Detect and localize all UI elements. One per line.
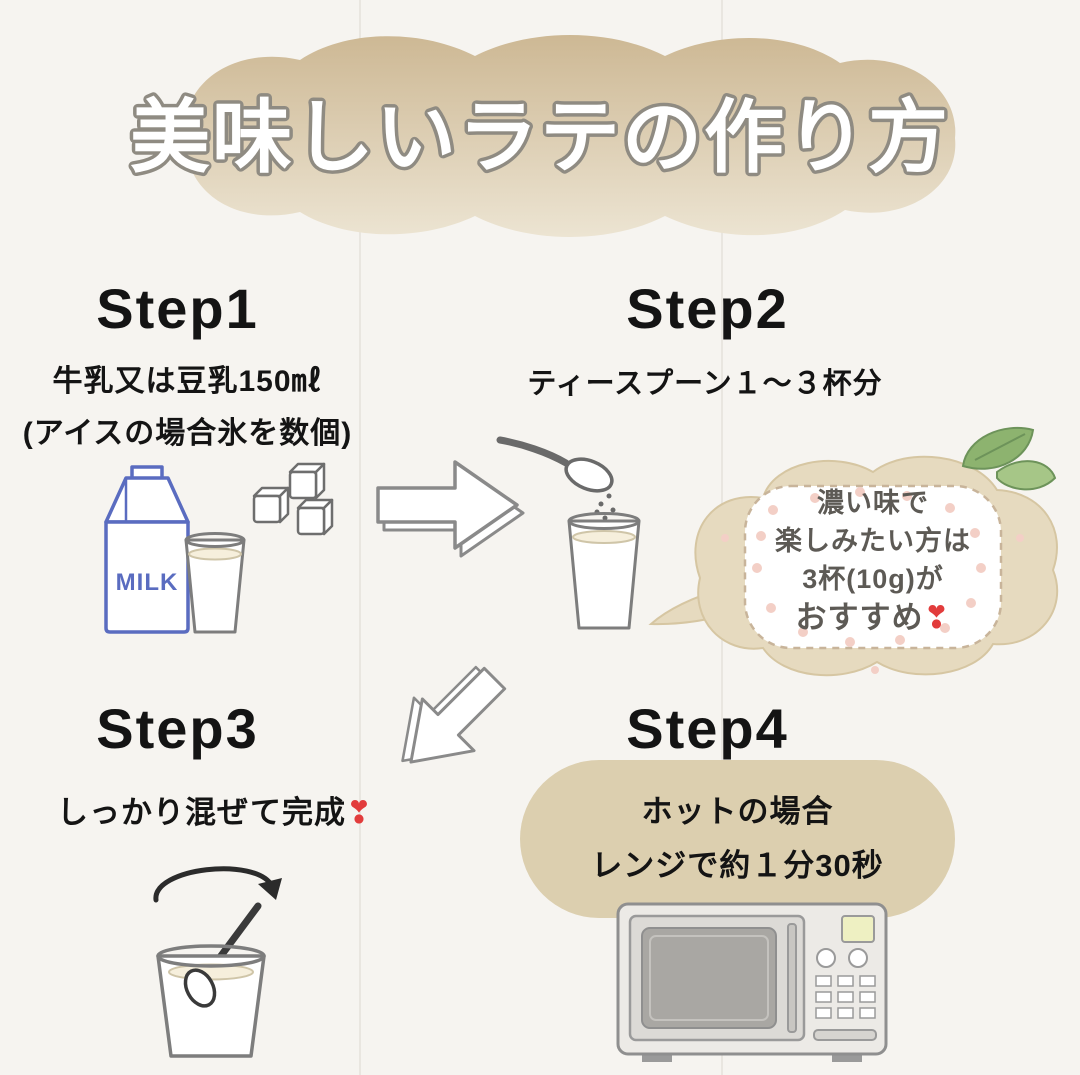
milk-carton-icon: MILK: [104, 465, 190, 634]
ice-cubes-icon: [252, 462, 334, 536]
leaves-icon: [961, 426, 1057, 491]
page-title: 美味しいラテの作り方: [130, 93, 950, 182]
stir-arrow-icon: [153, 866, 275, 903]
step1-text: 牛乳又は豆乳150㎖ (アイスの場合氷を数個): [0, 356, 375, 460]
latte-glass-icon: [567, 512, 641, 630]
bubble-line4: おすすめ❣: [795, 600, 951, 635]
bubble-dots: [721, 487, 1024, 674]
step4-line2: レンジで約１分30秒: [591, 848, 884, 883]
microwave-window: [641, 927, 777, 1029]
title-banner: 美味しいラテの作り方: [127, 35, 956, 237]
arrow-down-left-icon: [401, 665, 507, 764]
microwave-handle: [787, 923, 797, 1033]
banner-blob: [184, 35, 956, 237]
heart-icon: ❣: [345, 795, 373, 830]
microwave-panel: [813, 915, 877, 1041]
step1-heading: Step1: [96, 277, 259, 340]
speech-bubble: [648, 426, 1059, 677]
milk-label: MILK: [116, 569, 179, 596]
bubble-text: 濃い味で 楽しみたい方は 3杯(10g)が おすすめ❣: [745, 484, 1001, 638]
heart-icon: ❣: [923, 600, 951, 635]
microwave-display: [841, 915, 875, 943]
step4-line1: ホットの場合: [641, 794, 834, 829]
bubble-line3: 3杯(10g)が: [802, 564, 944, 594]
step2-heading: Step2: [626, 277, 789, 340]
arrow-right-icon: [376, 460, 525, 558]
bubble-line1: 濃い味で: [817, 488, 929, 518]
step1-line1: 牛乳又は豆乳150㎖: [52, 365, 323, 398]
step2-line1: ティースプーン１〜３杯分: [527, 368, 883, 400]
step1-line2: (アイスの場合氷を数個): [22, 417, 353, 450]
milk-glass-icon: [184, 532, 246, 634]
bubble-line2: 楽しみたい方は: [775, 526, 971, 556]
step4-panel: ホットの場合 レンジで約１分30秒: [520, 760, 955, 918]
step3-line1: しっかり混ぜて完成❣: [57, 795, 373, 830]
step4-heading: Step4: [626, 697, 789, 760]
teaspoon-icon: [496, 436, 619, 525]
step3-heading: Step3: [96, 697, 259, 760]
microwave-icon: [616, 902, 888, 1062]
photo-seam-left: [359, 0, 361, 1075]
bubble-inner-panel: [743, 484, 1003, 650]
stir-glass-icon: [153, 866, 282, 1058]
